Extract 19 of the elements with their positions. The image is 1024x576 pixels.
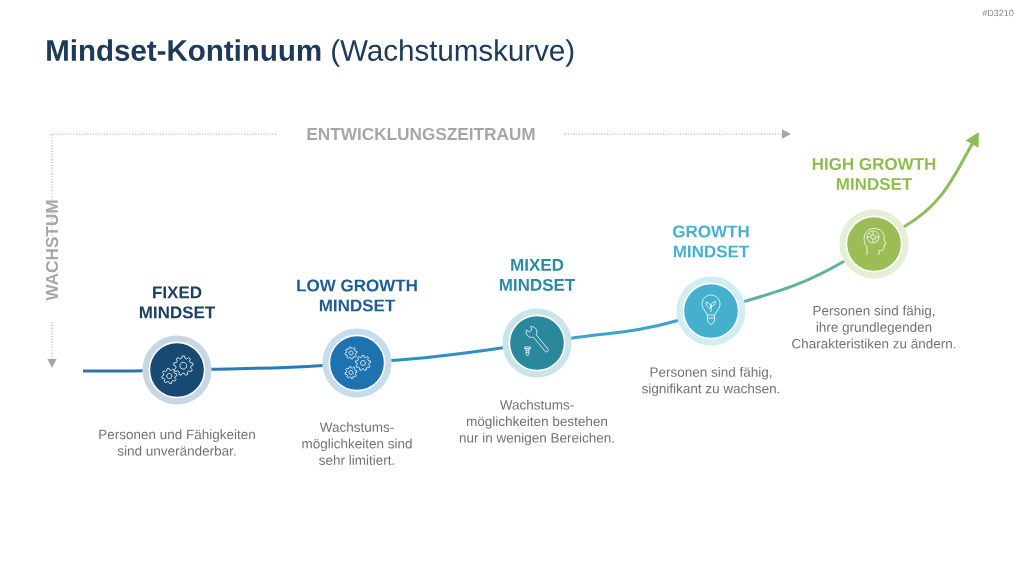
stage-description: Wachstums- möglichkeiten sind sehr limitiert. [302,422,412,465]
title: Mindset-Kontinuum (Wachstumskurve) [47,39,574,67]
axis-title: WACHSTUM [45,200,59,301]
growth-curve [743,259,845,303]
stage-description: Personen sind fähig, ihre grundlegenden Charakteristiken zu ändern. [792,305,956,349]
stage-heading: GROWTH MINDSET [673,225,750,258]
growth-curve [391,346,504,363]
axis-title: ENTWICKLUNGSZEITRAUM [307,127,535,141]
reference-code: #D3210 [982,9,1014,17]
stage-description: Personen und Fähigkeiten sind unveränderbar. [99,429,255,456]
stage-heading: LOW GROWTH MINDSET [297,279,417,312]
growth-curve [570,319,679,340]
stage-heading: HIGH GROWTH MINDSET [812,158,936,190]
stage-heading: FIXED MINDSET [139,286,216,319]
stage-heading: MIXED MINDSET [499,259,576,291]
stage-description: Personen sind fähig, signifikant zu wachsen. [641,366,780,397]
growth-curve [211,363,323,371]
stage-description: Wachstums- möglichkeiten bestehen nur in wenigen Bereichen. [459,399,614,446]
growth-curve [83,369,143,373]
